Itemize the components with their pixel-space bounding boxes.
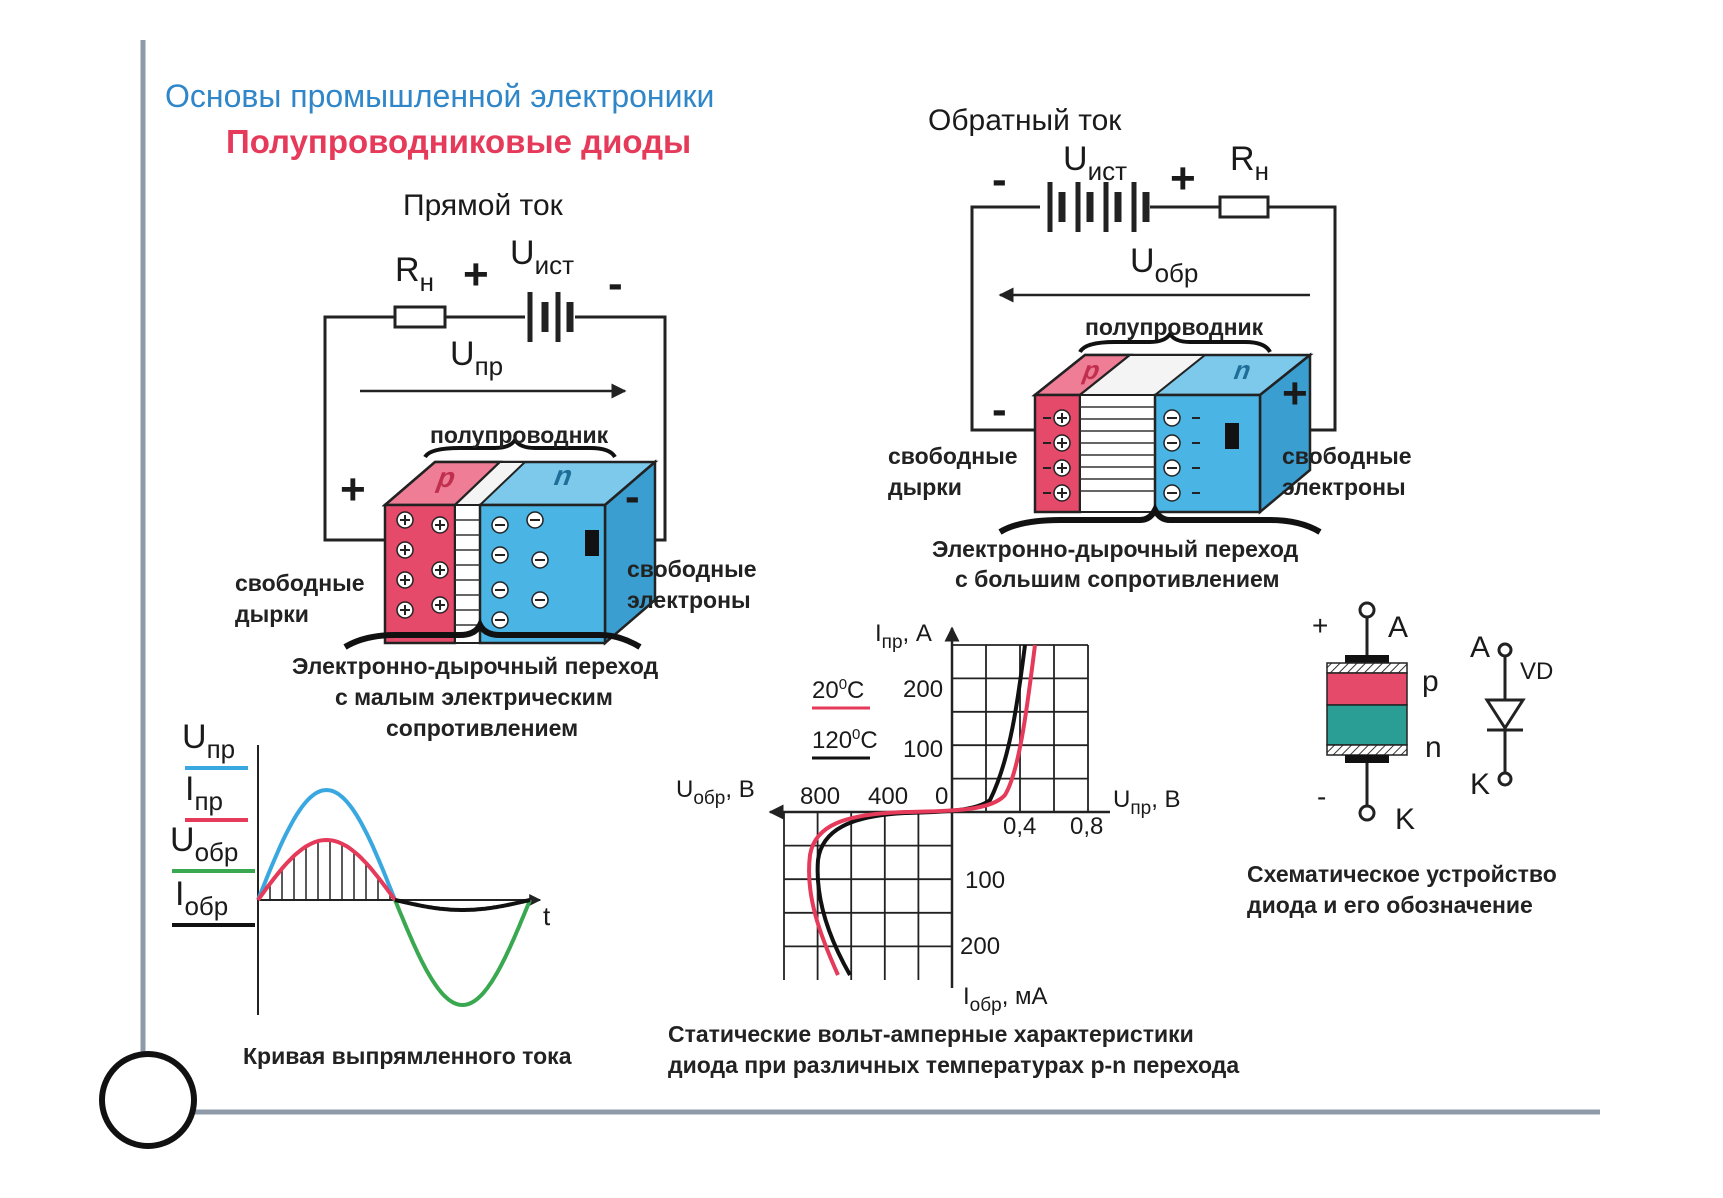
reverse-plus-sign: + bbox=[1170, 154, 1196, 203]
reverse-semiconductor-label: полупроводник bbox=[1085, 314, 1264, 340]
vac-tick-0-8: 0,8 bbox=[1070, 813, 1104, 840]
vac-tick-200-down: 200 bbox=[960, 933, 1001, 960]
legend-u-reverse: Uобр bbox=[170, 821, 239, 867]
reverse-heading: Обратный ток bbox=[928, 104, 1122, 137]
forward-voltage-label: Uпр bbox=[450, 335, 504, 381]
vac-caption-line1: Статические вольт-амперные характеристик… bbox=[668, 1021, 1194, 1047]
reverse-caption-line1: Электронно-дырочный переход bbox=[932, 536, 1299, 562]
rectified-caption: Кривая выпрямленного тока bbox=[243, 1043, 572, 1069]
reverse-caption-line2: с большим сопротивлением bbox=[955, 566, 1280, 592]
reverse-block bbox=[998, 330, 1322, 535]
device-p: p bbox=[1422, 665, 1439, 698]
frame-corner-circle bbox=[99, 1051, 197, 1149]
forward-resistor-label: Rн bbox=[395, 251, 434, 297]
device-plus: + bbox=[1312, 610, 1329, 641]
rectified-t-label: t bbox=[543, 901, 551, 931]
forward-heading: Прямой ток bbox=[403, 189, 563, 222]
device-n: n bbox=[1425, 731, 1442, 764]
forward-electrons-line2: электроны bbox=[627, 587, 751, 613]
reverse-resistor-label: Rн bbox=[1230, 140, 1269, 186]
vac-tick-100-down: 100 bbox=[965, 867, 1006, 894]
forward-holes-line2: дырки bbox=[235, 601, 309, 627]
forward-caption-line2: с малым электрическим bbox=[335, 684, 613, 710]
page-title: Основы промышленной электроники bbox=[165, 78, 715, 114]
forward-electrons-line1: свободные bbox=[627, 556, 757, 582]
diode-device bbox=[1326, 601, 1526, 822]
vac-x-right-label: Uпр, В bbox=[1113, 786, 1181, 819]
vac-x-left-label: Uобр, В bbox=[676, 776, 755, 809]
legend-u-forward: Uпр bbox=[182, 718, 236, 764]
vac-tick-800: 800 bbox=[800, 783, 841, 810]
forward-caption-line3: сопротивлением bbox=[386, 715, 579, 741]
symbol-vd: VD bbox=[1520, 658, 1554, 685]
vac-tick-0: 0 bbox=[935, 783, 949, 810]
vac-tick-100-up: 100 bbox=[903, 736, 944, 763]
reverse-block-minus: - bbox=[992, 385, 1007, 434]
reverse-minus-sign: - bbox=[992, 155, 1007, 204]
forward-block-minus: - bbox=[625, 472, 640, 521]
vac-caption-line2: диода при различных температурах p-n пер… bbox=[668, 1052, 1240, 1078]
forward-source-label: Uист bbox=[510, 234, 574, 280]
vac-chart bbox=[768, 626, 1110, 988]
symbol-cathode: K bbox=[1470, 768, 1491, 801]
forward-plus-sign: + bbox=[463, 250, 489, 299]
reverse-holes-line1: свободные bbox=[888, 443, 1018, 469]
legend-i-reverse: Iобр bbox=[175, 875, 229, 921]
legend-i-forward: Iпр bbox=[185, 770, 223, 816]
vac-y-top-label: Iпр, A bbox=[875, 620, 932, 653]
reverse-electrons-line1: свободные bbox=[1282, 443, 1412, 469]
forward-circuit bbox=[323, 292, 667, 542]
reverse-electrons-line2: электроны bbox=[1282, 474, 1406, 500]
forward-caption-line1: Электронно-дырочный переход bbox=[292, 653, 659, 679]
device-caption-line2: диода и его обозначение bbox=[1247, 892, 1533, 918]
forward-semiconductor-label: полупроводник bbox=[430, 422, 609, 448]
reverse-source-label: Uист bbox=[1063, 140, 1127, 186]
forward-minus-sign: - bbox=[608, 259, 623, 308]
vac-temp-120: 1200C bbox=[812, 726, 878, 754]
vac-tick-0-4: 0,4 bbox=[1003, 813, 1037, 840]
symbol-anode: A bbox=[1470, 631, 1491, 664]
vac-y-bottom-label: Iобр, мА bbox=[963, 983, 1048, 1016]
device-caption-line1: Схематическое устройство bbox=[1247, 861, 1557, 887]
vac-temp-20: 200C bbox=[812, 676, 865, 704]
rectified-plot bbox=[172, 745, 542, 1015]
forward-holes-line1: свободные bbox=[235, 570, 365, 596]
reverse-voltage-label: Uобр bbox=[1130, 242, 1199, 288]
device-minus: - bbox=[1317, 781, 1327, 812]
reverse-block-plus: + bbox=[1282, 369, 1308, 418]
forward-block bbox=[343, 436, 659, 650]
forward-block-plus: + bbox=[340, 465, 366, 514]
vac-tick-200-up: 200 bbox=[903, 676, 944, 703]
reverse-holes-line2: дырки bbox=[888, 474, 962, 500]
device-cathode: K bbox=[1395, 803, 1416, 836]
vac-tick-400: 400 bbox=[868, 783, 909, 810]
device-anode: A bbox=[1388, 611, 1409, 644]
page-subtitle: Полупроводниковые диоды bbox=[226, 123, 692, 160]
